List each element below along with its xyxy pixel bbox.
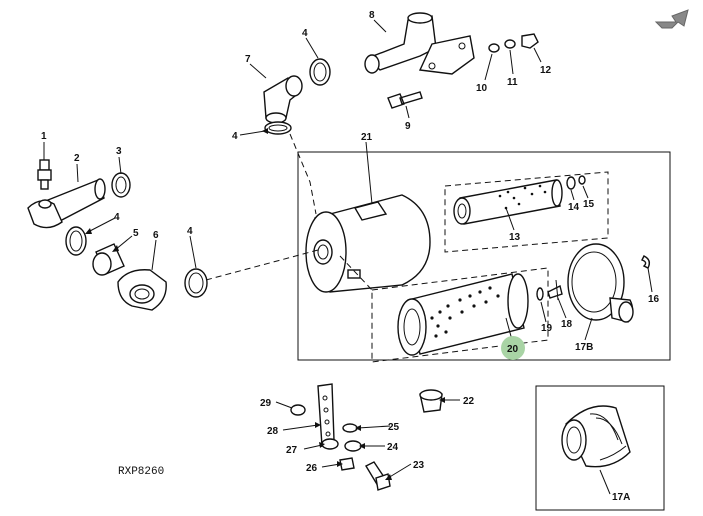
inner-filter-dashed-box [444,171,609,253]
label-part-15: 15 [583,199,595,210]
label-part-4-left: 4 [114,212,120,223]
hose-elbow-7[interactable] [263,75,303,124]
label-part-17b: 17B [575,342,593,353]
filter-dashed-box [371,267,549,363]
nut-26[interactable] [339,457,355,471]
clamp-4-left[interactable] [65,226,87,256]
arrow-up-right-icon[interactable] [654,9,689,29]
bolt-23[interactable] [365,461,391,491]
label-part-1: 1 [41,131,47,142]
label-part-19: 19 [541,323,553,334]
washer-10[interactable] [488,43,500,53]
label-part-5: 5 [133,228,139,239]
washer-14[interactable] [566,176,576,190]
inner-filter-element[interactable] [453,179,563,225]
clamp-4-elbow[interactable] [264,121,292,135]
label-part-14: 14 [568,202,580,213]
label-part-4-elbow: 4 [232,131,238,142]
air-cleaner-body[interactable] [305,194,431,293]
clip-16[interactable] [641,255,651,269]
assembly-frame [297,151,671,361]
wing-nut-18[interactable] [547,284,563,299]
hose-elbow-6[interactable] [117,269,167,311]
label-part-12: 12 [540,65,552,76]
washer-25[interactable] [342,423,358,433]
label-part-29: 29 [260,398,272,409]
label-part-26: 26 [306,463,318,474]
label-part-23: 23 [413,460,425,471]
label-part-20: 20 [507,344,519,355]
clamp-4-top[interactable] [309,58,331,86]
label-part-21: 21 [361,132,373,143]
label-part-22: 22 [463,396,475,407]
label-part-10: 10 [476,83,488,94]
label-part-11: 11 [507,77,518,88]
nut-15[interactable] [578,175,586,185]
label-part-17a: 17A [612,492,630,503]
dust-valve-17a[interactable] [561,405,631,468]
clamp-4-right[interactable] [184,268,208,298]
highlight-marker-20[interactable] [501,336,525,360]
intake-elbow-pipe[interactable] [364,12,475,75]
end-cover[interactable] [567,243,634,323]
callout-labels: 1 2 3 4 4 4 4 5 6 7 8 9 10 11 12 13 14 1… [41,10,660,503]
nut-12[interactable] [521,33,539,49]
label-part-24: 24 [387,442,399,453]
tube-2[interactable] [27,178,106,229]
inset-frame [535,385,665,511]
sensor-1[interactable] [37,159,52,190]
leader-lines [43,19,653,495]
label-part-18: 18 [561,319,573,330]
washer-11[interactable] [504,39,516,49]
bolt-9[interactable] [387,91,423,109]
label-part-16: 16 [648,294,660,305]
leader-arrowheads [85,128,445,480]
label-part-9: 9 [405,121,411,132]
clamp-3[interactable] [111,172,131,198]
label-part-6: 6 [153,230,159,241]
label-part-4-right: 4 [187,226,193,237]
label-part-13: 13 [509,232,521,243]
cap-22[interactable] [419,389,443,413]
label-part-3: 3 [116,146,122,157]
label-part-7: 7 [245,54,251,65]
label-part-8: 8 [369,10,375,21]
label-part-27: 27 [286,445,298,456]
primary-filter-element[interactable] [397,273,529,356]
reference-code: RXP8260 [118,466,164,478]
washer-24[interactable] [344,440,362,452]
washer-19[interactable] [536,287,544,301]
washer-29[interactable] [290,404,306,416]
mounting-bracket-28[interactable] [317,383,335,448]
hose-5[interactable] [92,243,125,276]
label-part-2: 2 [74,153,80,164]
label-part-25: 25 [388,422,400,433]
label-part-28: 28 [267,426,279,437]
label-part-4-top: 4 [302,28,308,39]
